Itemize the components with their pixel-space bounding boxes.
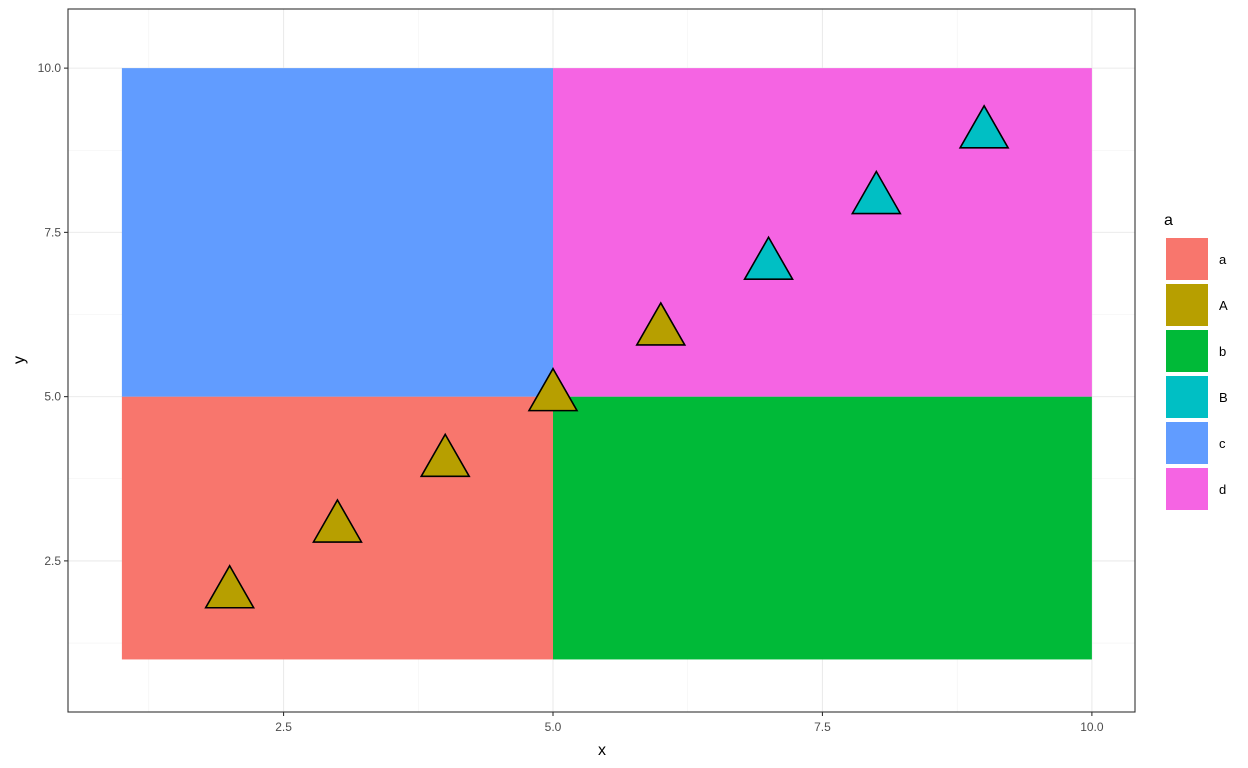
legend-key-B: [1166, 376, 1208, 418]
legend-key-b: [1166, 330, 1208, 372]
point-layer: [204, 104, 1010, 609]
point-triangle: [312, 498, 363, 543]
point-triangle: [850, 169, 902, 215]
y-axis-title: y: [11, 356, 28, 364]
point-triangle: [743, 235, 794, 281]
panel-frame: [67, 8, 1136, 713]
x-tick-label: 7.5: [814, 720, 831, 734]
x-tick-label: 10.0: [1080, 720, 1104, 734]
x-axis: 2.5 5.0 7.5 10.0: [275, 712, 1104, 734]
legend-label: c: [1219, 436, 1226, 451]
legend-key-c: [1166, 422, 1208, 464]
panel-border: [67, 8, 1136, 713]
legend-label: A: [1219, 298, 1228, 313]
point-triangle: [204, 564, 256, 609]
x-tick-label: 2.5: [275, 720, 292, 734]
rect-d: [553, 68, 1092, 397]
x-axis-title: x: [598, 742, 606, 759]
legend-label: a: [1219, 252, 1227, 267]
y-axis: 2.5 5.0 7.5 10.0: [38, 61, 68, 568]
y-tick-label: 7.5: [44, 225, 61, 239]
point-triangle: [419, 432, 471, 478]
x-tick-label: 5.0: [545, 720, 562, 734]
legend-key-a: [1166, 238, 1208, 280]
legend-key-d: [1166, 468, 1208, 510]
legend-key-A: [1166, 284, 1208, 326]
rect-layer: [121, 68, 1092, 660]
legend-label: b: [1219, 344, 1226, 359]
point-triangle: [527, 367, 579, 412]
legend-label: B: [1219, 390, 1228, 405]
y-tick-label: 5.0: [44, 390, 61, 404]
point-triangle: [635, 301, 687, 346]
y-tick-label: 10.0: [38, 61, 62, 75]
legend-title: a: [1164, 212, 1173, 229]
point-triangle: [958, 104, 1010, 149]
legend-label: d: [1219, 482, 1226, 497]
rect-b: [553, 396, 1092, 660]
y-tick-label: 2.5: [44, 554, 61, 568]
rect-c: [121, 68, 553, 397]
